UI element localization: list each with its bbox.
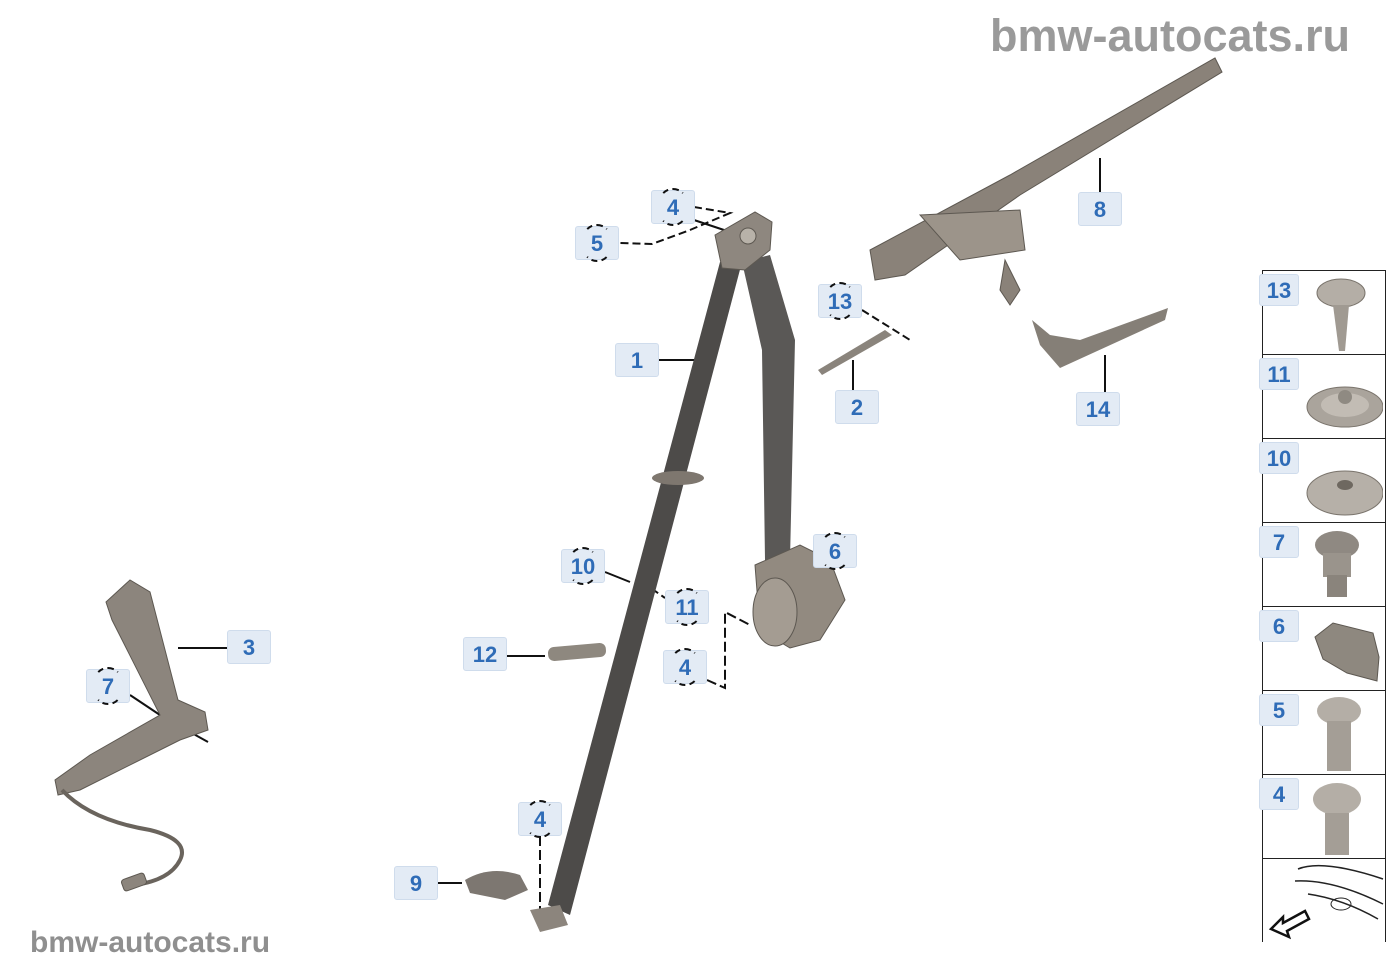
callout-13[interactable]: 13: [818, 282, 862, 320]
bolt-icon: [1313, 783, 1361, 855]
callout-7[interactable]: 7: [86, 667, 130, 705]
belt-guide: [652, 471, 704, 485]
callout-12[interactable]: 12: [463, 637, 507, 671]
legend-item-6[interactable]: 6: [1259, 607, 1385, 691]
legend-item-4[interactable]: 4: [1259, 775, 1385, 859]
leader-lines: [129, 158, 1106, 915]
legend-item-11[interactable]: 11: [1259, 355, 1385, 439]
legend-item-13[interactable]: 13: [1259, 271, 1385, 355]
callout-4[interactable]: 4: [651, 188, 695, 226]
belt-retractor: [752, 544, 846, 649]
legend-item-7[interactable]: 7: [1259, 523, 1385, 607]
bracket-part: [818, 330, 892, 375]
callout-10[interactable]: 10: [561, 547, 605, 585]
trim-strip: [548, 642, 606, 662]
callout-8[interactable]: 8: [1078, 192, 1122, 226]
callout-1[interactable]: 1: [615, 343, 659, 377]
legend-label: 10: [1259, 442, 1299, 474]
legend-label: 6: [1259, 610, 1299, 642]
callout-4[interactable]: 4: [518, 800, 562, 838]
seat-belt-buckle: [54, 579, 209, 892]
legend-label: 7: [1259, 526, 1299, 558]
fastener-legend-panel: 13 11 10 7 6 5 4: [1259, 270, 1386, 943]
callout-3[interactable]: 3: [227, 630, 271, 664]
bolt-icon: [1317, 697, 1361, 771]
callout-4[interactable]: 4: [663, 648, 707, 686]
legend-item-10[interactable]: 10: [1259, 439, 1385, 523]
callout-11[interactable]: 11: [665, 588, 709, 626]
legend-label: 13: [1259, 274, 1299, 306]
legend-label: 11: [1259, 358, 1299, 390]
trim-panel: [1032, 308, 1168, 368]
callout-14[interactable]: 14: [1076, 392, 1120, 426]
callout-6[interactable]: 6: [813, 532, 857, 570]
watermark-top: bmw-autocats.ru: [990, 10, 1351, 61]
callout-9[interactable]: 9: [394, 866, 438, 900]
watermark-bottom: bmw-autocats.ru: [30, 926, 271, 959]
callout-5[interactable]: 5: [575, 224, 619, 262]
screw-icon: [1316, 278, 1366, 351]
legend-label: 4: [1259, 778, 1299, 810]
lower-belt-anchor: [530, 905, 568, 932]
cover-cap: [465, 871, 528, 900]
car-front-arrow-icon: [1263, 859, 1385, 943]
legend-item-5[interactable]: 5: [1259, 691, 1385, 775]
seat-belt-webbing: [548, 255, 795, 915]
clip-nut-icon: [1314, 622, 1380, 682]
callout-2[interactable]: 2: [835, 390, 879, 424]
washer-icon: [1306, 470, 1383, 516]
height-adjuster: [869, 57, 1223, 306]
clip-washer-icon: [1306, 386, 1383, 428]
upper-belt-anchor: [714, 211, 773, 271]
legend-label: 5: [1259, 694, 1299, 726]
shoulder-bolt-icon: [1315, 531, 1359, 597]
